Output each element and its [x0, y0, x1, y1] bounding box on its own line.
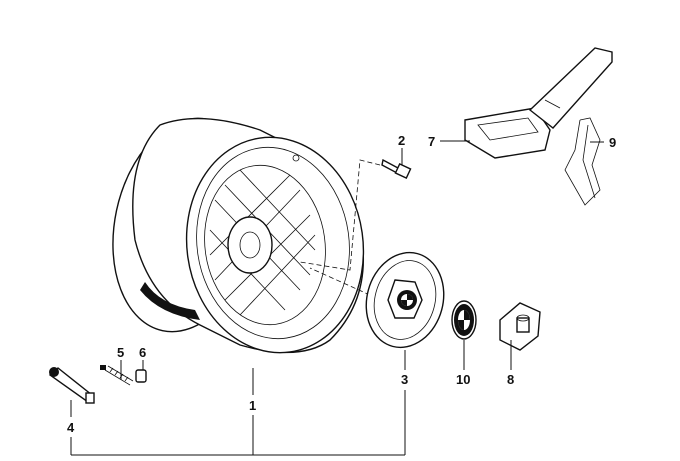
- wheel-rim: [112, 117, 365, 354]
- emblem: [451, 300, 477, 340]
- callout-7: 7: [428, 134, 435, 149]
- callout-6: 6: [139, 345, 146, 360]
- valve-core: [100, 365, 134, 386]
- leader-lines: [70, 140, 604, 456]
- callout-3: 3: [401, 372, 408, 387]
- callout-10: 10: [456, 372, 470, 387]
- valve-cap: [135, 369, 147, 383]
- callout-1: 1: [249, 398, 256, 413]
- callout-2: 2: [398, 133, 405, 148]
- callout-5: 5: [117, 345, 124, 360]
- callout-8: 8: [507, 372, 514, 387]
- hub-cap-wrench: [464, 47, 613, 159]
- spring-clip: [564, 117, 601, 206]
- callout-4: 4: [67, 420, 75, 435]
- wheel-bolt: [381, 158, 412, 179]
- center-nut: [499, 302, 541, 351]
- hub-cap: [365, 251, 445, 349]
- valve-stem: [48, 367, 95, 404]
- callout-9: 9: [609, 135, 616, 150]
